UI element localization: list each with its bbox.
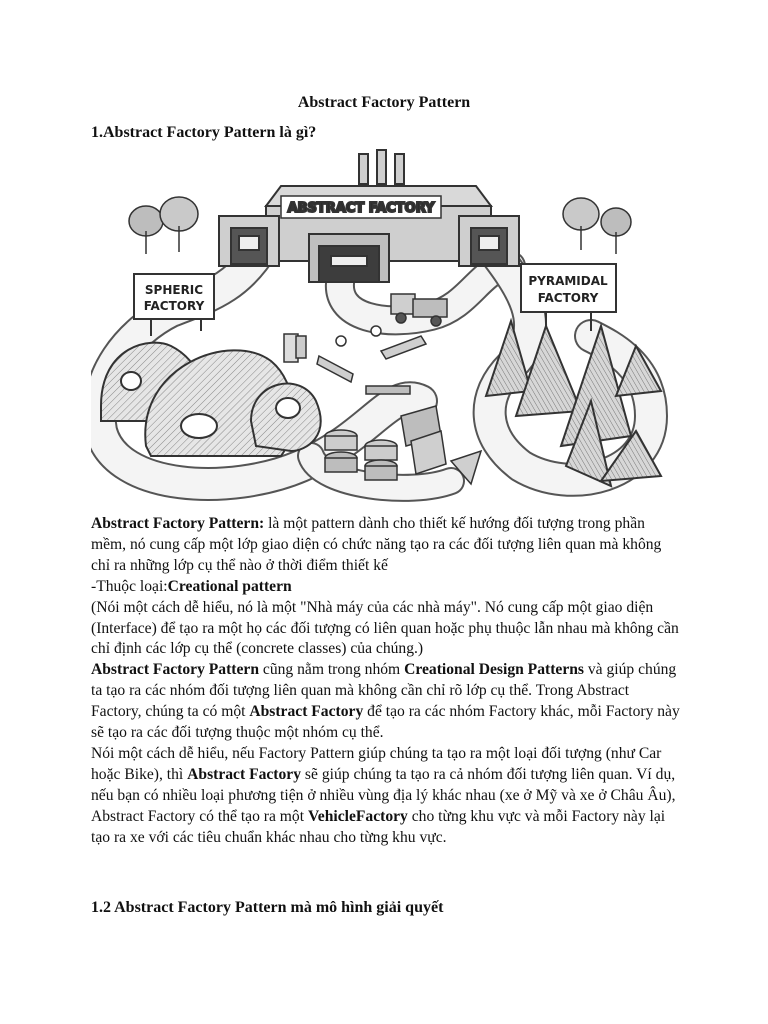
p4-text-3: để tạo ra các nhóm Factory khác, mỗi Fac… bbox=[91, 703, 680, 742]
document-title: Abstract Factory Pattern bbox=[297, 94, 471, 111]
p4-text-1: cũng nằm trong nhóm bbox=[259, 661, 405, 679]
truck bbox=[390, 293, 448, 327]
paragraph-explanation: (Nói một cách dễ hiểu, nó là một "Nhà má… bbox=[91, 598, 681, 661]
paragraph-example: Nói một cách dễ hiểu, nếu Factory Patter… bbox=[91, 744, 681, 849]
abstract-factory-building: ABSTRACT FACTORY bbox=[218, 149, 520, 283]
definition-text: là một pattern dành cho thiết kế hướng đ… bbox=[91, 515, 662, 574]
spheric-domes bbox=[100, 341, 322, 457]
p5-bold-2: VehicleFactory bbox=[307, 807, 408, 825]
p4-bold-3: Abstract Factory bbox=[249, 703, 364, 721]
pyramidal-sign-line-2: FACTORY bbox=[538, 291, 599, 305]
p5-text-3: cho từng khu vực và mỗi Factory này lại … bbox=[91, 807, 666, 846]
pyramids bbox=[484, 317, 663, 488]
trees bbox=[128, 196, 632, 254]
abstract-factory-illustration: ABSTRACT FACTORY SPHERIC FACTORY bbox=[91, 149, 669, 502]
spheric-sign-line-1: SPHERIC bbox=[145, 283, 203, 297]
paragraph-category: -Thuộc loại:Creational pattern bbox=[91, 577, 681, 598]
pyramidal-factory-sign: PYRAMIDAL FACTORY bbox=[520, 263, 617, 331]
spheric-factory-sign: SPHERIC FACTORY bbox=[133, 273, 215, 336]
body-text: Abstract Factory Pattern: là một pattern… bbox=[91, 514, 681, 849]
p4-bold-2: Creational Design Patterns bbox=[404, 661, 584, 679]
p4-bold-1: Abstract Factory Pattern bbox=[91, 661, 259, 679]
section-heading-2: 1.2 Abstract Factory Pattern mà mô hình … bbox=[91, 899, 444, 916]
p4-text-2: và giúp chúng ta tạo ra các nhóm đối tượ… bbox=[91, 661, 677, 721]
pyramidal-sign-line-1: PYRAMIDAL bbox=[528, 274, 608, 288]
definition-term: Abstract Factory Pattern: bbox=[91, 515, 265, 532]
explanation-text: (Nói một cách dễ hiểu, nó là một "Nhà má… bbox=[91, 598, 679, 658]
spheric-sign-line-2: FACTORY bbox=[144, 299, 205, 313]
section-heading-1: 1.Abstract Factory Pattern là gì? bbox=[91, 124, 317, 141]
p5-text-2: sẽ giúp chúng ta tạo ra cả nhóm đối tượn… bbox=[91, 765, 676, 825]
products bbox=[283, 325, 483, 486]
p5-text-1: Nói một cách dễ hiểu, nếu Factory Patter… bbox=[91, 744, 662, 783]
abstract-factory-sign: ABSTRACT FACTORY bbox=[288, 201, 435, 216]
p5-bold-1: Abstract Factory bbox=[187, 765, 302, 783]
category-value: Creational pattern bbox=[167, 577, 292, 595]
category-label: -Thuộc loại: bbox=[91, 577, 168, 595]
paragraph-creational-group: Abstract Factory Pattern cũng nằm trong … bbox=[91, 660, 681, 744]
paragraph-definition: Abstract Factory Pattern: là một pattern… bbox=[91, 514, 681, 577]
